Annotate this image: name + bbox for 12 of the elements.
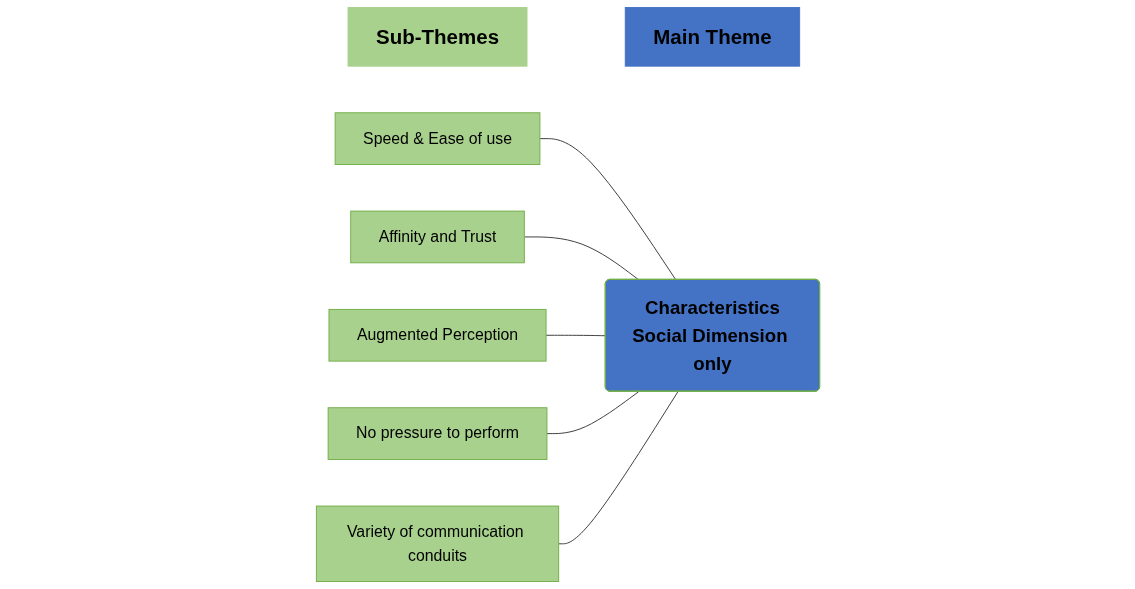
node-box: Affinity and Trust: [349, 210, 525, 264]
node-box: No pressure to perform: [327, 407, 547, 460]
connector: [523, 236, 639, 281]
connector: [557, 391, 678, 545]
node-box: Variety of communication conduits: [315, 505, 559, 582]
connector: [538, 138, 676, 281]
connector: [545, 391, 639, 435]
connector: [545, 334, 606, 337]
node-box: Speed & Ease of use: [334, 112, 540, 165]
node-box: Augmented Perception: [328, 308, 547, 362]
node-box: Main Theme: [624, 7, 800, 67]
node-box: Sub-Themes: [347, 7, 527, 67]
